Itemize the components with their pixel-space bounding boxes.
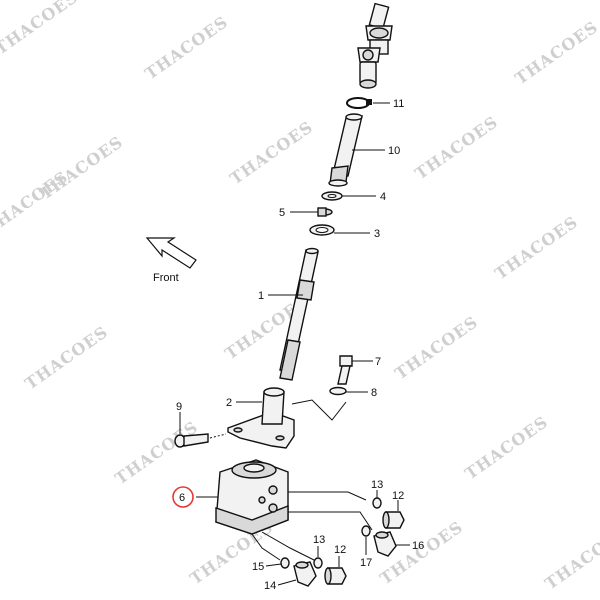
column-bracket: [227, 387, 347, 449]
watermark: THACOES: [411, 112, 501, 183]
watermark: THACOES: [461, 412, 551, 483]
clip-part: [346, 97, 390, 109]
front-label: Front: [153, 272, 179, 284]
steering-shaft: [268, 247, 319, 381]
bolt-part: [337, 355, 373, 385]
bolt-part: [174, 412, 227, 448]
part-label-2: 2: [226, 397, 232, 409]
watermark: THACOES: [491, 212, 581, 283]
part-label-13-upper: 13: [371, 479, 383, 491]
part-label-16: 16: [412, 540, 424, 552]
highlight-ring[interactable]: [172, 486, 194, 508]
fitting-part: [324, 556, 347, 585]
watermark: THACOES: [541, 522, 600, 593]
elbow-fitting: [373, 531, 410, 557]
part-label-8: 8: [371, 387, 377, 399]
watermark: THACOES: [0, 0, 82, 58]
washer-part: [329, 386, 368, 396]
watermark: THACOES: [21, 322, 111, 393]
column-tube: [328, 113, 385, 187]
watermark: THACOES: [111, 417, 201, 488]
clip-part: [290, 207, 333, 217]
elbow-fitting: [277, 561, 317, 587]
part-label-5: 5: [279, 207, 285, 219]
watermark: THACOES: [511, 17, 600, 88]
front-direction-arrow: [145, 237, 197, 269]
steering-unit: [196, 459, 289, 535]
part-label-12-upper: 12: [392, 490, 404, 502]
part-label-6[interactable]: 6: [179, 492, 185, 504]
o-ring-part: [265, 557, 290, 569]
o-ring-part: [372, 490, 382, 509]
part-label-15: 15: [252, 561, 264, 573]
universal-joint: [357, 2, 393, 89]
part-label-1: 1: [258, 290, 264, 302]
part-label-12-lower: 12: [334, 544, 346, 556]
part-label-3: 3: [374, 228, 380, 240]
watermark: THACOES: [0, 167, 72, 238]
o-ring-part: [313, 546, 323, 569]
watermark: THACOES: [391, 312, 481, 383]
fitting-part: [382, 500, 405, 529]
washer-part: [321, 191, 376, 201]
part-label-10: 10: [388, 145, 400, 157]
part-label-17: 17: [360, 557, 372, 569]
part-label-11: 11: [393, 98, 404, 110]
watermark: THACOES: [141, 12, 231, 83]
part-label-9: 9: [176, 401, 182, 413]
bearing-part: [309, 224, 370, 236]
part-label-4: 4: [380, 191, 386, 203]
part-label-13-lower: 13: [313, 534, 325, 546]
o-ring-part: [361, 525, 371, 555]
part-label-14: 14: [264, 580, 276, 592]
watermark: THACOES: [226, 117, 316, 188]
hose-lines: [251, 491, 373, 563]
part-label-7: 7: [375, 356, 381, 368]
